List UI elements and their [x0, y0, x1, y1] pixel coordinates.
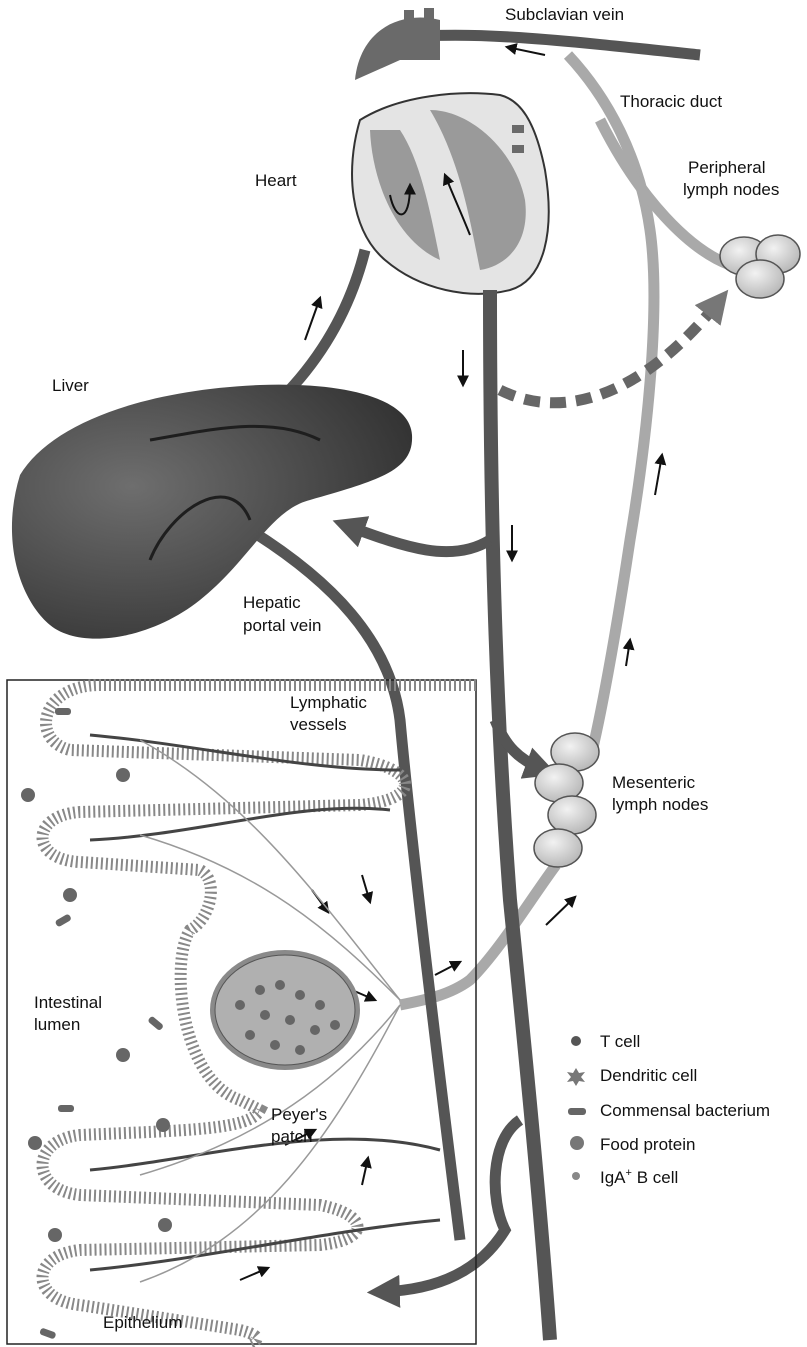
mesenteric-lymph-nodes: [534, 733, 599, 867]
lymphatic-vessels-label-2: vessels: [290, 715, 347, 734]
peripheral-lymph-nodes-label-1: Peripheral: [688, 158, 766, 177]
liver-shape: [12, 385, 412, 639]
peripheral-lymph-nodes-label-2: lymph nodes: [683, 180, 779, 199]
bacterium-icon: [568, 1108, 586, 1115]
liver: [12, 385, 412, 639]
iga-suffix: B cell: [632, 1168, 678, 1187]
subclavian-vein-label: Subclavian vein: [505, 5, 624, 24]
epithelium-label: Epithelium: [103, 1313, 182, 1332]
thoracic-duct-label: Thoracic duct: [620, 92, 722, 111]
aorta-to-liver: [345, 525, 490, 552]
legend-commensal-bacterium: Commensal bacterium: [600, 1101, 770, 1120]
peripheral-lymph-nodes: [720, 235, 800, 298]
legend-iga-b-cell: IgA+ B cell: [600, 1167, 678, 1187]
legend: T cell Dendritic cell Commensal bacteriu…: [567, 1032, 770, 1187]
iga-prefix: IgA: [600, 1168, 626, 1187]
peyers-patch: [210, 950, 360, 1070]
intestinal-lumen-label-1: Intestinal: [34, 993, 102, 1012]
hepatic-portal-vein-label-2: portal vein: [243, 616, 321, 635]
dashed-migration-arrow: [500, 300, 720, 403]
legend-food-protein: Food protein: [600, 1135, 695, 1154]
iga-b-cell-icon: [572, 1172, 580, 1180]
intestinal-lumen-label-2: lumen: [34, 1015, 80, 1034]
t-cell-icon: [571, 1036, 581, 1046]
thoracic-duct-trunk: [568, 55, 654, 760]
hepatic-portal-vein-label-1: Hepatic: [243, 593, 301, 612]
legend-t-cell: T cell: [600, 1032, 640, 1051]
peyers-patch-label-2: patch: [271, 1127, 313, 1146]
mesenteric-lymph-nodes-label-2: lymph nodes: [612, 795, 708, 814]
heart-label: Heart: [255, 171, 297, 190]
lymphatic-vessels-label-1: Lymphatic: [290, 693, 367, 712]
heart: [352, 8, 549, 294]
liver-label: Liver: [52, 376, 89, 395]
thoracic-duct: [400, 35, 700, 55]
dendritic-cell-icon: [567, 1068, 585, 1086]
peyers-patch-label-1: Peyer's: [271, 1105, 327, 1124]
legend-dendritic-cell: Dendritic cell: [600, 1066, 697, 1085]
mesenteric-lymph-nodes-label-1: Mesenteric: [612, 773, 696, 792]
food-protein-icon: [570, 1136, 584, 1150]
